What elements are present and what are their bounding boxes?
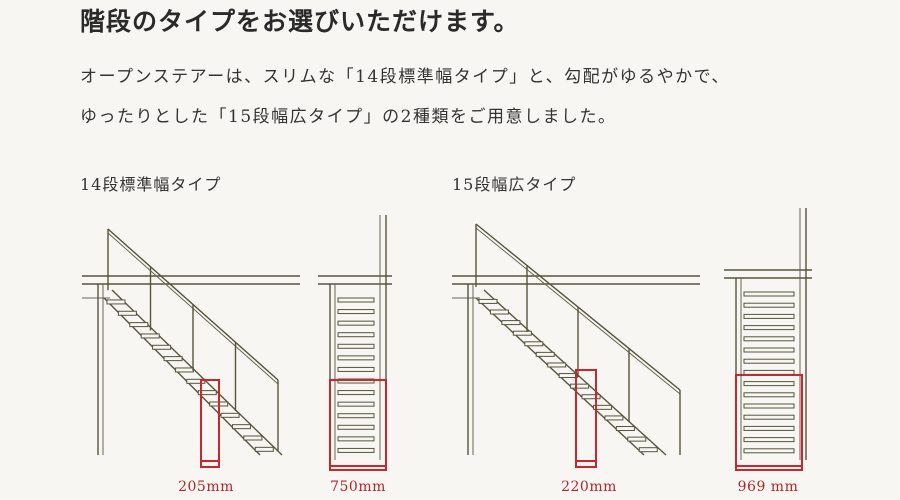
stair-tread xyxy=(254,446,274,452)
stair-tread xyxy=(743,291,795,297)
stair-tread xyxy=(106,299,126,305)
stair-tread xyxy=(615,426,635,432)
stair-width-indicator xyxy=(329,379,387,471)
wide-side-view xyxy=(452,223,700,468)
stair-tread xyxy=(743,392,795,398)
stair-tread xyxy=(547,362,567,368)
stair-tread xyxy=(337,320,375,326)
stair-tread xyxy=(743,369,795,375)
stair-tread xyxy=(337,332,375,338)
stair-tread xyxy=(337,401,375,407)
stair-tread xyxy=(117,310,137,316)
stair-tread xyxy=(524,341,544,347)
stair-tread xyxy=(743,358,795,364)
stair-tread xyxy=(163,356,183,362)
standard-side-view xyxy=(82,228,300,468)
stair-tread xyxy=(152,344,172,350)
front-dimension-wide: 969 mm xyxy=(737,479,799,495)
stair-tread xyxy=(337,413,375,419)
stair-tread xyxy=(337,447,375,453)
stair-tread xyxy=(581,394,601,400)
stair-tread xyxy=(743,325,795,331)
stringer-lower xyxy=(103,297,261,456)
stair-tread xyxy=(337,424,375,430)
stair-tread xyxy=(535,351,555,357)
stringer-upper xyxy=(111,289,283,456)
stair-tread xyxy=(743,381,795,387)
stair-tread xyxy=(743,403,795,409)
standard-front-view xyxy=(318,215,392,471)
stair-tread xyxy=(743,448,795,454)
stair-tread xyxy=(174,367,194,373)
stair-tread xyxy=(129,322,149,328)
side-dimension-wide: 220mm xyxy=(561,479,617,495)
type-title-standard: 14段標準幅タイプ xyxy=(80,175,222,194)
stair-width-indicator xyxy=(735,374,803,471)
stair-tread xyxy=(186,378,206,384)
page-heading: 階段のタイプをお選びいただけます。 xyxy=(80,7,520,36)
stair-tread xyxy=(337,366,375,372)
tread-depth-indicator xyxy=(575,369,597,468)
stair-tread xyxy=(604,415,624,421)
type-title-wide: 15段幅広タイプ xyxy=(452,175,577,194)
stair-tread xyxy=(337,297,375,303)
stair-tread xyxy=(337,309,375,315)
wide-front-view xyxy=(724,208,812,471)
stair-tread xyxy=(243,435,263,441)
stair-tread xyxy=(512,330,532,336)
intro-line-2: ゆったりとした「15段幅広タイプ」の2種類をご用意しました。 xyxy=(80,107,617,127)
tread-depth-indicator xyxy=(200,379,220,468)
stair-tread xyxy=(337,436,375,442)
stair-tread xyxy=(231,424,251,430)
stair-tread xyxy=(627,436,647,442)
stair-tread xyxy=(501,320,521,326)
stair-tread xyxy=(337,390,375,396)
stair-tread xyxy=(337,355,375,361)
stair-tread xyxy=(140,333,160,339)
stair-tread xyxy=(743,414,795,420)
intro-line-1: オープンステアーは、スリムな「14段標準幅タイプ」と、勾配がゆるやかで、 xyxy=(80,67,730,87)
stair-tread xyxy=(743,313,795,319)
stair-tread xyxy=(220,412,240,418)
stair-tread xyxy=(570,383,590,389)
stair-tread xyxy=(197,390,217,396)
stair-tread xyxy=(743,302,795,308)
stair-tread xyxy=(592,404,612,410)
stair-tread xyxy=(489,309,509,315)
stair-tread xyxy=(743,347,795,353)
side-dimension-standard: 205mm xyxy=(178,479,234,495)
stair-tread xyxy=(558,373,578,379)
stair-tread xyxy=(638,447,658,453)
stair-tread xyxy=(743,437,795,443)
stair-tread xyxy=(743,425,795,431)
stair-tread xyxy=(743,336,795,342)
stair-tread xyxy=(478,298,498,304)
front-dimension-standard: 750mm xyxy=(330,479,386,495)
stair-tread xyxy=(337,343,375,349)
